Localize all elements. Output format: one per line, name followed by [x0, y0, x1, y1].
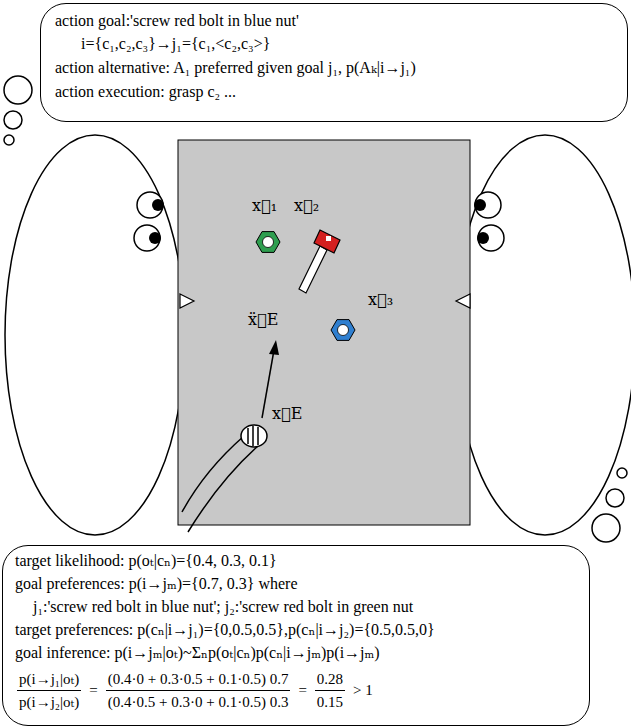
bubble-text: target likelihood: p(oₜ|cₙ)={0.4, 0.3, 0…: [15, 552, 277, 570]
position-label: x⃗₂: [294, 196, 319, 216]
right-robot-head: [455, 135, 631, 535]
equation-term: =: [298, 681, 306, 699]
position-label: x⃗E: [272, 404, 302, 424]
equation-term: 0.15: [317, 693, 343, 711]
red-bolt: [299, 230, 340, 293]
bubble-text: action execution: grasp c₂ ...: [55, 83, 236, 101]
thought-bubble: action goal:'screw red bolt in blue nut'…: [40, 3, 628, 122]
bubble-text: i={c₁,c₂,c₃}→j₁={c₁,<c₂,c₃>}: [81, 35, 270, 53]
blue-nut: [331, 320, 355, 341]
equation-term: 0.28: [317, 670, 343, 688]
right-robot-face: [456, 192, 504, 308]
bubble-text: goal inference: p(i→jₘ|oₜ)~Σₙp(oₜ|cₙ)p(c…: [15, 644, 380, 662]
green-nut: [256, 232, 280, 253]
fraction-bar: [106, 690, 291, 691]
position-label: x⃗₃: [368, 290, 393, 310]
thought-bubble: target likelihood: p(oₜ|cₙ)={0.4, 0.3, 0…: [2, 545, 590, 726]
bubble-text: j₁:'screw red bolt in blue nut'; j₂:'scr…: [33, 598, 413, 616]
table: [178, 140, 470, 525]
fraction-bar: [315, 690, 345, 691]
robot-arm-hand: [182, 425, 267, 532]
fraction-bar: [17, 690, 81, 691]
bubble-text: action alternative: A₁ preferred given g…: [55, 59, 416, 77]
position-label: x⃗₁: [252, 196, 277, 216]
equation-term: (0.4·0 + 0.3·0.5 + 0.1·0.5) 0.7: [108, 670, 289, 688]
equation-term: p(i→j₁|oₜ): [19, 670, 79, 688]
equation-term: > 1: [353, 681, 373, 699]
bubble-text: target preferences: p(cₙ|i→j₁)={0,0.5,0.…: [15, 621, 435, 639]
bubble-text: goal preferences: p(i→jₘ)={0.7, 0.3} whe…: [15, 575, 298, 593]
bubble-text: action goal:'screw red bolt in blue nut': [55, 12, 299, 30]
left-robot-head: [5, 135, 185, 535]
equation-term: (0.4·0.5 + 0.3·0 + 0.1·0.5) 0.3: [108, 693, 289, 711]
position-label: ẍ⃗E: [248, 310, 278, 330]
left-robot-face: [134, 192, 194, 308]
equation-term: p(i→j₂|oₜ): [19, 693, 79, 711]
equation-term: =: [89, 681, 97, 699]
